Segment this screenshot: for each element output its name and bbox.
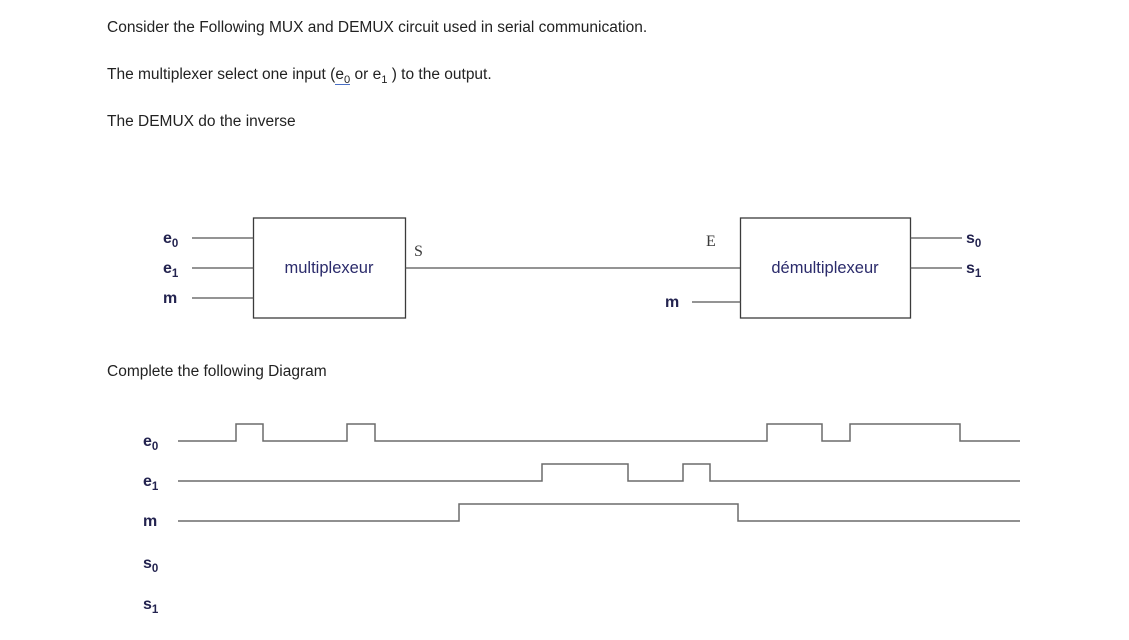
- complete-diagram-instruction: Complete the following Diagram: [107, 363, 327, 380]
- mux-output-label-S: S: [414, 243, 423, 260]
- demux-label: démultiplexeur: [771, 259, 879, 277]
- mux-label: multiplexeur: [285, 259, 374, 277]
- sentence2-prefix: The multiplexer select one input (: [107, 66, 336, 83]
- demux-input-label-E: E: [706, 233, 716, 250]
- waveform-trace-e0: [178, 423, 1020, 442]
- waveform-trace-e1: [178, 463, 1020, 482]
- demux-input-label-m: m: [665, 294, 679, 311]
- timing-svg: e0 e1 m s0 s1: [143, 423, 1020, 616]
- demux-output-label-s1: s1: [966, 260, 982, 280]
- mux-input-label-e0: e0: [163, 230, 178, 250]
- timing-diagram: e0 e1 m s0 s1: [0, 405, 1129, 640]
- sentence2-suffix: ) to the output.: [387, 66, 492, 83]
- intro-sentence-2: The multiplexer select one input (e0 or …: [107, 66, 492, 87]
- mux-input-label-m: m: [163, 290, 177, 307]
- waveform-label-s0: s0: [143, 555, 158, 575]
- intro-sentence-1: Consider the Following MUX and DEMUX cir…: [107, 19, 648, 36]
- sentence2-operand-b: e1: [372, 66, 388, 87]
- operand-a-base: e: [335, 66, 344, 83]
- sentence2-operand-a: e0: [335, 66, 351, 87]
- waveform-label-e0: e0: [143, 433, 158, 453]
- waveform-label-m: m: [143, 513, 157, 530]
- waveform-label-e1: e1: [143, 473, 159, 493]
- intro-sentence-3: The DEMUX do the inverse: [107, 113, 296, 130]
- sentence2-conjunction: or: [350, 66, 373, 83]
- operand-a-subscript: 0: [343, 74, 351, 87]
- waveform-trace-m: [178, 503, 1020, 522]
- demux-output-label-s0: s0: [966, 230, 981, 250]
- waveform-label-s1: s1: [143, 596, 159, 616]
- mux-input-label-e1: e1: [163, 260, 179, 280]
- operand-b-subscript: 1: [381, 74, 388, 87]
- operand-b-base: e: [372, 66, 382, 83]
